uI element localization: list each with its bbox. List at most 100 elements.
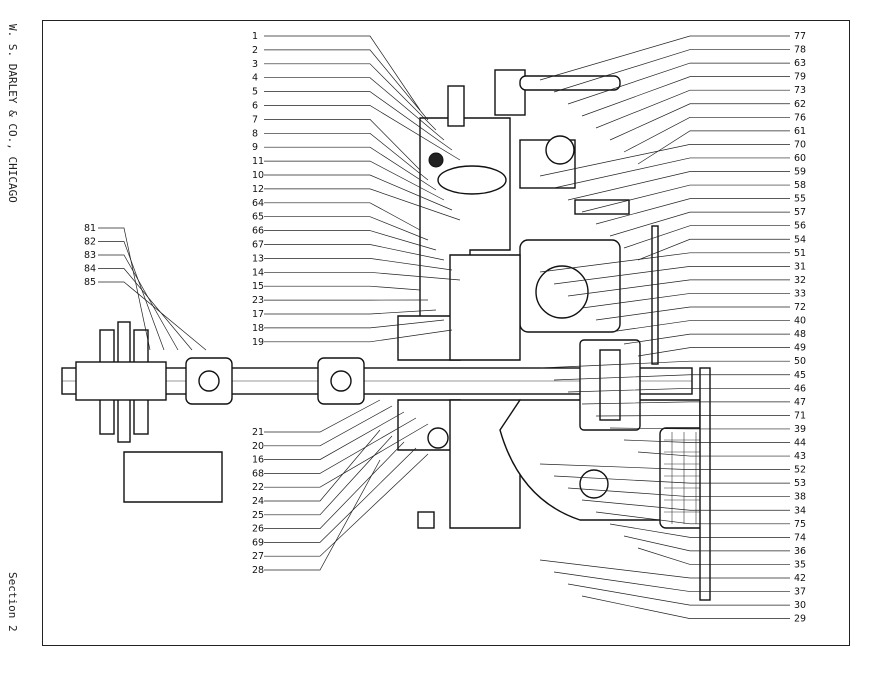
- part-label-26: 26: [252, 524, 264, 535]
- leader-line-73: [595, 89, 790, 129]
- part-label-35: 35: [794, 559, 806, 570]
- part-label-69: 69: [252, 537, 264, 548]
- part-label-36: 36: [794, 546, 806, 557]
- leader-line-67: [264, 244, 445, 261]
- leader-line-1: [264, 35, 421, 111]
- priming-valve-stem: [447, 85, 465, 127]
- leader-line-71: [595, 415, 790, 417]
- part-label-70: 70: [794, 139, 806, 150]
- universal-joint-left: [185, 357, 233, 405]
- leader-line-49: [637, 347, 790, 357]
- part-label-58: 58: [794, 180, 806, 191]
- part-label-51: 51: [794, 248, 806, 259]
- leader-lines: [98, 35, 790, 620]
- part-label-38: 38: [794, 492, 806, 503]
- leader-line-36: [623, 535, 790, 552]
- leader-line-31: [553, 266, 790, 285]
- leader-line-11: [264, 160, 445, 201]
- leader-line-53: [553, 475, 790, 484]
- figure-border: [42, 20, 850, 646]
- part-label-62: 62: [794, 99, 806, 110]
- leader-line-40: [609, 320, 790, 333]
- part-label-10: 10: [252, 170, 264, 181]
- part-label-44: 44: [794, 438, 806, 449]
- part-label-4: 4: [252, 73, 258, 84]
- leader-line-7: [264, 119, 421, 171]
- part-label-65: 65: [252, 212, 264, 223]
- bracket-box: [123, 451, 223, 503]
- valve-handle: [519, 75, 621, 91]
- part-label-34: 34: [794, 505, 806, 516]
- leader-line-57: [609, 211, 790, 237]
- part-label-57: 57: [794, 207, 806, 218]
- part-label-85: 85: [84, 277, 96, 288]
- part-label-67: 67: [252, 240, 264, 251]
- part-label-63: 63: [794, 58, 806, 69]
- leader-line-43: [637, 451, 790, 457]
- leader-line-66: [264, 230, 437, 251]
- leader-line-52: [539, 463, 790, 470]
- leader-line-54: [637, 238, 790, 261]
- part-label-29: 29: [794, 614, 806, 625]
- part-label-49: 49: [794, 343, 806, 354]
- part-label-79: 79: [794, 72, 806, 83]
- part-label-56: 56: [794, 221, 806, 232]
- part-label-48: 48: [794, 329, 806, 340]
- part-label-84: 84: [84, 264, 96, 275]
- section-caption: Section 2: [6, 572, 19, 632]
- leader-line-68: [264, 417, 417, 474]
- part-label-22: 22: [252, 482, 264, 493]
- part-label-18: 18: [252, 323, 264, 334]
- leader-line-12: [264, 188, 461, 221]
- leader-line-25: [264, 435, 393, 516]
- priming-impeller: [437, 165, 507, 195]
- leader-line-85: [98, 281, 207, 351]
- leader-line-29: [581, 595, 790, 620]
- leader-line-17: [264, 309, 437, 315]
- leader-line-58: [581, 184, 790, 213]
- leader-line-8: [264, 132, 429, 181]
- pump-drawing: [61, 69, 711, 601]
- leader-line-60: [553, 157, 790, 189]
- leader-line-6: [264, 105, 461, 161]
- leader-line-5: [264, 91, 453, 151]
- leader-line-44: [623, 439, 790, 443]
- part-label-66: 66: [252, 226, 264, 237]
- leader-line-42: [539, 559, 790, 579]
- suction-flange: [699, 367, 711, 601]
- leader-line-83: [98, 254, 179, 351]
- part-label-24: 24: [252, 496, 264, 507]
- part-label-3: 3: [252, 59, 258, 70]
- leader-line-38: [567, 487, 790, 498]
- mount-plate: [651, 225, 659, 365]
- leader-line-19: [264, 329, 453, 343]
- part-label-9: 9: [252, 142, 258, 153]
- leader-line-2: [264, 49, 429, 121]
- leader-line-30: [567, 583, 790, 606]
- leader-line-55: [595, 198, 790, 225]
- part-label-59: 59: [794, 167, 806, 178]
- leader-line-22: [264, 423, 429, 488]
- leader-line-39: [609, 427, 790, 430]
- leader-line-28: [264, 459, 381, 571]
- part-label-27: 27: [252, 551, 264, 562]
- leader-line-10: [264, 174, 453, 211]
- part-label-13: 13: [252, 253, 264, 264]
- impeller-housing-upper: [449, 254, 521, 361]
- leader-line-76: [623, 116, 790, 153]
- leader-line-75: [595, 511, 790, 525]
- leader-line-35: [637, 547, 790, 565]
- volute-casing: [499, 399, 701, 521]
- part-label-47: 47: [794, 397, 806, 408]
- leader-line-81: [98, 227, 151, 351]
- part-label-75: 75: [794, 519, 806, 530]
- leader-line-48: [623, 333, 790, 345]
- part-label-81: 81: [84, 223, 96, 234]
- valve-body: [494, 69, 526, 116]
- part-label-1: 1: [252, 31, 258, 42]
- leader-line-34: [581, 499, 790, 511]
- part-label-25: 25: [252, 510, 264, 521]
- leader-line-63: [567, 62, 790, 105]
- leader-line-79: [581, 76, 790, 117]
